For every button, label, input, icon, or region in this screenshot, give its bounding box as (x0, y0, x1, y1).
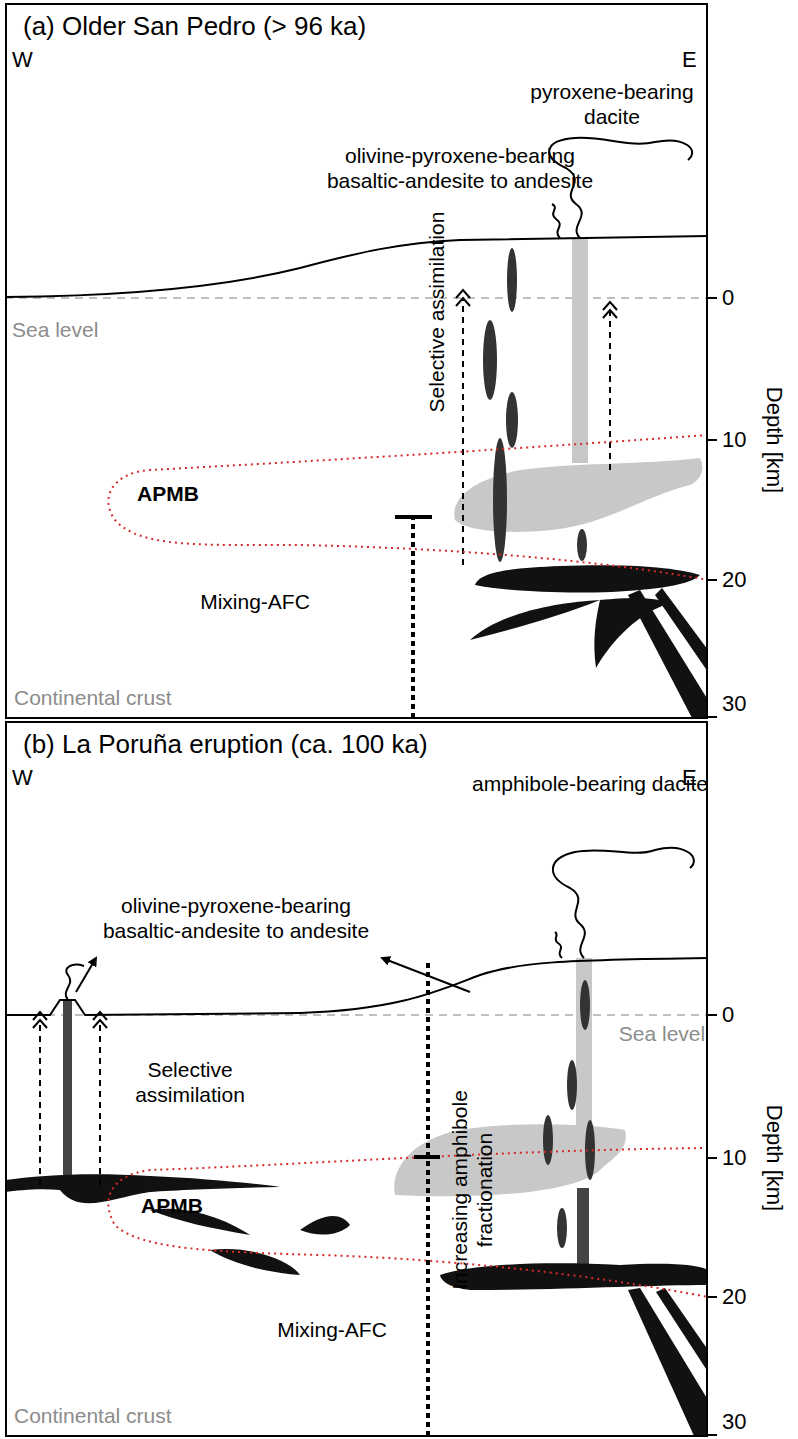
region-label: APMB (141, 1193, 203, 1218)
process-label: Selective assimilation (120, 1057, 260, 1107)
panel-a-art (5, 138, 717, 718)
crust-label: Continental crust (14, 1403, 172, 1428)
magma-label: amphibole-bearing dacite (472, 771, 708, 796)
depth-tick: 20 (722, 1284, 746, 1310)
magma-label: olivine-pyroxene-bearing basaltic-andesi… (305, 143, 615, 193)
depth-tick: 0 (722, 285, 734, 311)
panel-title: (b) La Poruña eruption (ca. 100 ka) (23, 729, 428, 760)
compass-label: W (12, 765, 33, 791)
process-label: Mixing-AFC (277, 1317, 387, 1342)
process-label: Selective assimilation (424, 212, 449, 413)
process-label: Increasing amphibole fractionation (447, 1083, 497, 1298)
crust-label: Continental crust (14, 685, 172, 710)
depth-tick: 20 (722, 567, 746, 593)
sea-level-label: Sea level (619, 1021, 705, 1046)
sea-level-label: Sea level (12, 317, 98, 342)
panel-b-art (5, 848, 717, 1436)
compass-label: E (682, 47, 697, 73)
axis-title: Depth [km] (761, 1105, 787, 1211)
depth-tick: 0 (722, 1002, 734, 1028)
magma-label: olivine-pyroxene-bearing basaltic-andesi… (81, 893, 391, 943)
process-label: Mixing-AFC (200, 589, 310, 614)
depth-tick: 30 (722, 1409, 746, 1435)
depth-tick: 10 (722, 427, 746, 453)
magma-label: pyroxene-bearing dacite (517, 79, 707, 129)
region-label: APMB (137, 481, 199, 506)
depth-tick: 30 (722, 691, 746, 717)
depth-tick: 10 (722, 1145, 746, 1171)
compass-label: W (12, 47, 33, 73)
panel-title: (a) Older San Pedro (> 96 ka) (23, 11, 366, 42)
axis-title: Depth [km] (761, 387, 787, 493)
